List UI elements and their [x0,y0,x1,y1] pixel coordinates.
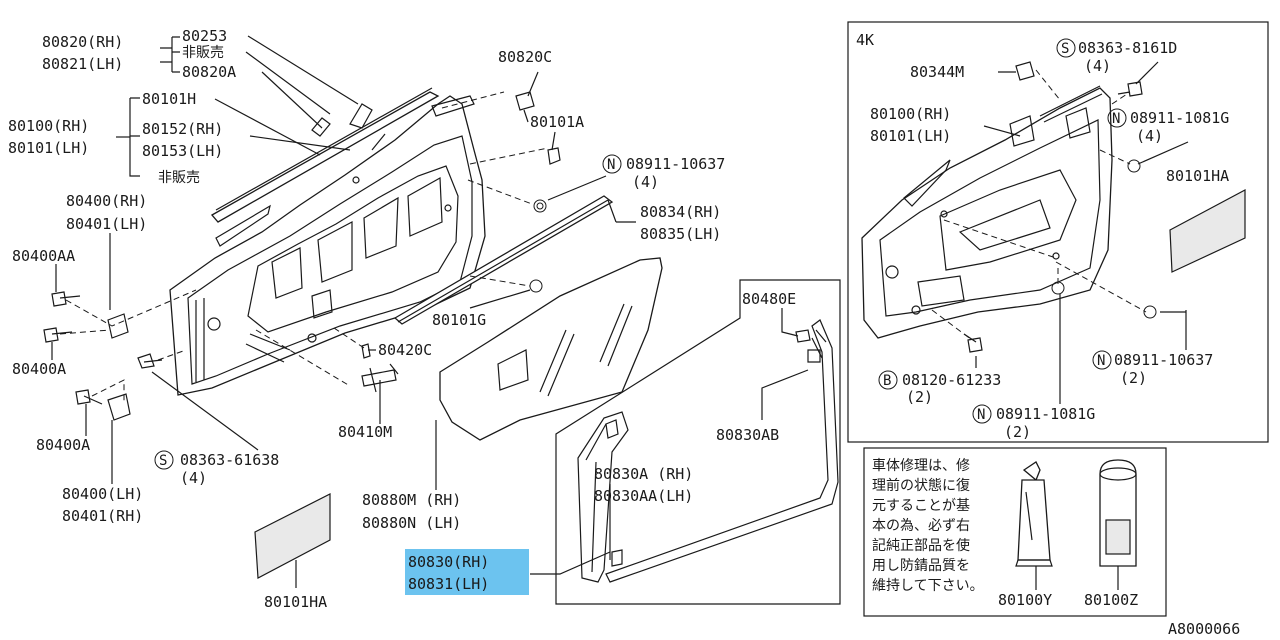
label-80100y: 80100Y [998,591,1052,609]
highlight-box [405,549,529,595]
label-80830ab: 80830AB [716,426,779,444]
label-80152-rh: 80152(RH) [142,120,223,138]
label-4k-n-08911-1081g-b-qty: (2) [1004,423,1031,441]
insulator-pad-part [254,493,331,579]
inset-4k: 4K [847,21,1269,443]
label-80101h: 80101H [142,90,196,108]
label-80400aa: 80400AA [12,247,75,265]
label-4k-80101-lh: 80101(LH) [870,127,951,145]
label-80830aa-lh: 80830AA(LH) [594,487,693,505]
note-line-6: 用し防錆品質を [872,557,970,574]
label-80410m: 80410M [338,423,392,441]
label-4k-n-08911-1081g-a: 08911-1081G [1130,109,1229,127]
label-4k-s-08363-8161d: 08363-8161D [1078,39,1177,57]
note-line-7: 維持して下さい。 [872,578,984,594]
label-80830-rh: 80830(RH) [408,553,489,571]
label-80820a: 80820A [182,63,236,81]
note-line-1: 車体修理は、修 [872,457,970,474]
label-not-for-sale-1: 非販売 [182,45,224,61]
label-4k-s-08363-8161d-qty: (4) [1084,57,1111,75]
label-4k-80100-rh: 80100(RH) [870,105,951,123]
belt-moulding-part [393,195,614,325]
label-80101a: 80101A [530,113,584,131]
label-n-08911-10637: 08911-10637 [626,155,725,173]
prefix-n-3: N [1097,353,1105,369]
paint-can-icon [1099,459,1137,590]
label-80835-lh: 80835(LH) [640,225,721,243]
prefix-n-4: N [977,407,985,423]
window-sash-part [210,87,440,223]
label-80401-rh: 80401(RH) [62,507,143,525]
label-80400a-2: 80400A [36,436,90,454]
prefix-n-2: N [1112,111,1120,127]
label-4k-b-08120-61233-qty: (2) [906,388,933,406]
label-s-08363-61638: 08363-61638 [180,451,279,469]
drawing-id: A8000066 [1168,620,1240,638]
prefix-n-1: N [607,157,615,173]
label-n-08911-10637-qty: (4) [632,173,659,191]
sealant-tube-icon [1015,461,1053,590]
label-80880m-rh: 80880M (RH) [362,491,461,509]
note-line-3: 元することが基 [872,497,970,514]
label-4k-n-08911-10637-qty: (2) [1120,369,1147,387]
label-not-for-sale-2: 非販売 [158,170,200,186]
note-line-2: 理前の状態に復 [872,477,970,494]
label-80830a-rh: 80830A (RH) [594,465,693,483]
label-4k-80344m: 80344M [910,63,964,81]
inset-title: 4K [856,31,874,49]
label-80100z: 80100Z [1084,591,1138,609]
door-glass-part [439,257,663,441]
label-4k-80101ha: 80101HA [1166,167,1229,185]
label-80420c: 80420C [378,341,432,359]
note-line-4: 本の為、必ず右 [872,518,970,534]
weatherstrip-part [577,319,839,583]
label-80820-rh: 80820(RH) [42,33,123,51]
label-80821-lh: 80821(LH) [42,55,123,73]
labels-4k: S 08363-8161D (4) 80344M 80100(RH) 80101… [870,38,1229,441]
label-80100-rh: 80100(RH) [8,117,89,135]
label-4k-n-08911-10637: 08911-10637 [1114,351,1213,369]
label-4k-n-08911-1081g-a-qty: (4) [1136,127,1163,145]
label-80101g: 80101G [432,311,486,329]
labels-main: 80253 80820(RH) 80821(LH) 非販売 80820A 808… [8,27,796,611]
door-shell [169,95,486,396]
label-80400-lh: 80400(LH) [62,485,143,503]
label-80401-lh: 80401(LH) [66,215,147,233]
prefix-b-1: B [883,373,891,389]
label-80153-lh: 80153(LH) [142,142,223,160]
dashed-guides [59,91,549,404]
label-4k-b-08120-61233: 08120-61233 [902,371,1001,389]
leaders-main [51,35,809,588]
repair-note-box: 車体修理は、修 理前の状態に復 元することが基 本の為、必ず右 記純正部品を使 … [863,447,1167,617]
label-80101ha-1: 80101HA [264,593,327,611]
fasteners [43,91,821,567]
label-80400-rh: 80400(RH) [66,192,147,210]
label-80253: 80253 [182,27,227,45]
label-4k-n-08911-1081g-b: 08911-1081G [996,405,1095,423]
label-s-08363-61638-qty: (4) [180,469,207,487]
label-80400a-1: 80400A [12,360,66,378]
note-line-5: 記純正部品を使 [872,537,970,554]
label-80480e: 80480E [742,290,796,308]
label-80820c: 80820C [498,48,552,66]
label-80880n-lh: 80880N (LH) [362,514,461,532]
label-80101-lh: 80101(LH) [8,139,89,157]
prefix-s-1: S [159,453,167,469]
label-80831-lh: 80831(LH) [408,575,489,593]
prefix-s-2: S [1061,41,1069,57]
label-80834-rh: 80834(RH) [640,203,721,221]
weatherstrip-group-frame [555,279,841,605]
